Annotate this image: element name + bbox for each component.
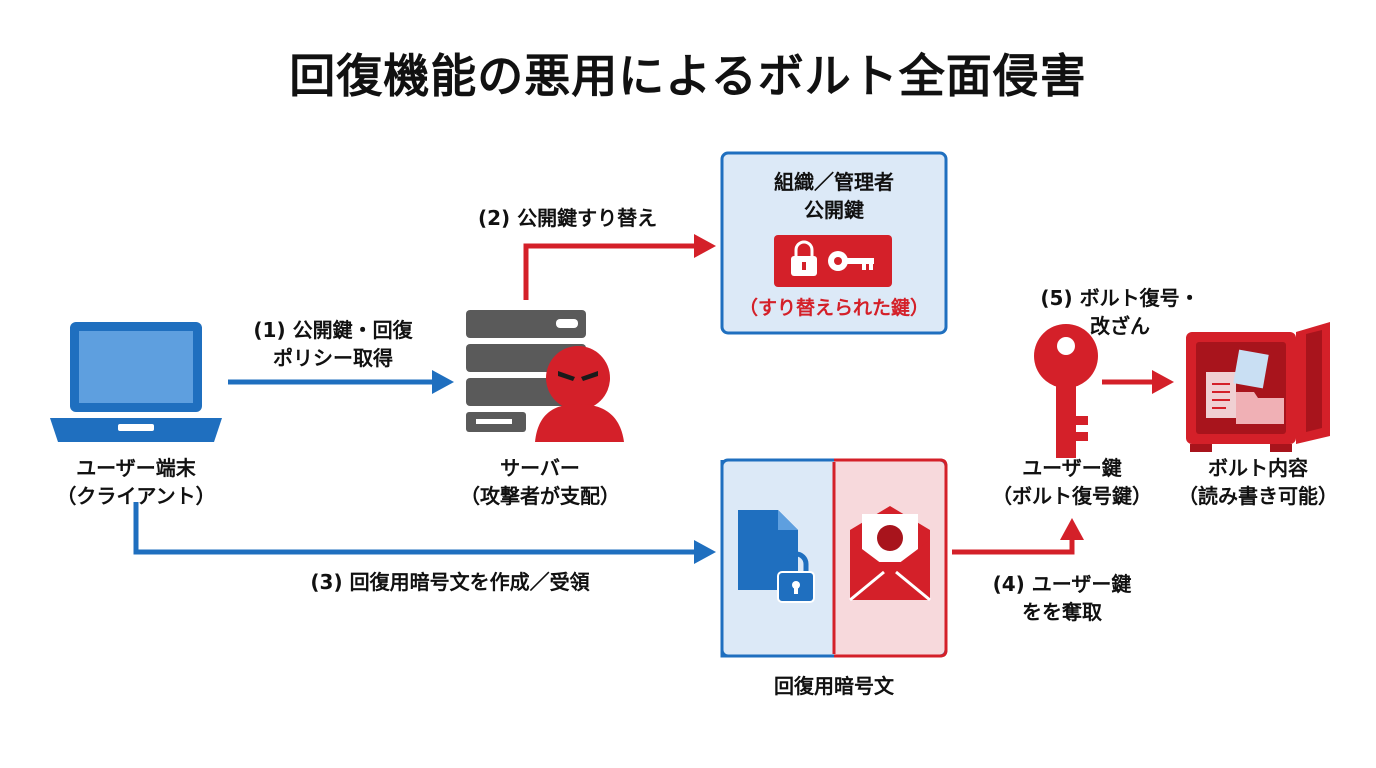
- page-title: 回復機能の悪用によるボルト全面侵害: [289, 49, 1087, 103]
- server-label-line2: （攻撃者が支配）: [460, 484, 620, 508]
- attacker-icon: [535, 346, 624, 442]
- envelope-seal-icon: [849, 506, 931, 602]
- step4-label-line2: をを奪取: [1022, 600, 1102, 624]
- step4-label-line1: (4) ユーザー鍵: [992, 572, 1132, 596]
- step2-label: (2) 公開鍵すり替え: [478, 204, 708, 232]
- public-key-box-line2: 公開鍵: [804, 198, 864, 222]
- step3-label: (3) 回復用暗号文を作成／受領: [240, 568, 660, 596]
- key-icon: [1034, 324, 1098, 458]
- step3-label-line1: (3) 回復用暗号文を作成／受領: [310, 570, 590, 594]
- client-label: ユーザー端末 （クライアント）: [30, 454, 242, 510]
- padlock-icon: [791, 240, 817, 276]
- step5-label-line2: 改ざん: [1090, 314, 1150, 338]
- safe-icon: [1186, 322, 1330, 452]
- step1-label-line2: ポリシー取得: [273, 346, 393, 370]
- arrow-step1: [228, 370, 454, 394]
- step4-label: (4) ユーザー鍵 をを奪取: [962, 570, 1162, 626]
- laptop-icon: [50, 322, 222, 442]
- vault-label: ボルト内容 （読み書き可能）: [1160, 454, 1356, 510]
- client-label-line2: （クライアント）: [56, 484, 216, 508]
- step5-label-line1: (5) ボルト復号・: [1040, 286, 1200, 310]
- arrow-step4: [952, 518, 1084, 555]
- user-key-label-line1: ユーザー鍵: [1022, 456, 1122, 480]
- key-icon-small: [828, 251, 874, 271]
- recovery-box-label: 回復用暗号文: [774, 674, 894, 698]
- public-key-box-note: （すり替えられた鍵）: [738, 297, 929, 319]
- document-lock-icon: [738, 510, 815, 603]
- step1-label: (1) 公開鍵・回復 ポリシー取得: [218, 316, 448, 372]
- client-label-line1: ユーザー端末: [76, 456, 196, 480]
- server-label: サーバー （攻撃者が支配）: [440, 454, 640, 510]
- user-key-label-line2: （ボルト復号鍵）: [992, 484, 1152, 508]
- step1-label-line1: (1) 公開鍵・回復: [253, 318, 413, 342]
- step2-label-line1: (2) 公開鍵すり替え: [478, 206, 658, 230]
- arrow-step2: [523, 234, 716, 300]
- recovery-ciphertext-box: [720, 458, 948, 658]
- public-key-box-line1: 組織／管理者: [774, 170, 894, 194]
- public-key-box: [720, 151, 948, 335]
- vault-label-line1: ボルト内容: [1208, 456, 1308, 480]
- user-key-label: ユーザー鍵 （ボルト復号鍵）: [984, 454, 1160, 510]
- arrow-step3: [133, 502, 716, 564]
- server-label-line1: サーバー: [500, 456, 580, 480]
- public-key-box-title: 組織／管理者 公開鍵: [722, 168, 946, 224]
- step5-label: (5) ボルト復号・ 改ざん: [1010, 284, 1230, 340]
- vault-label-line2: （読み書き可能）: [1178, 484, 1338, 508]
- arrow-step5: [1102, 370, 1174, 394]
